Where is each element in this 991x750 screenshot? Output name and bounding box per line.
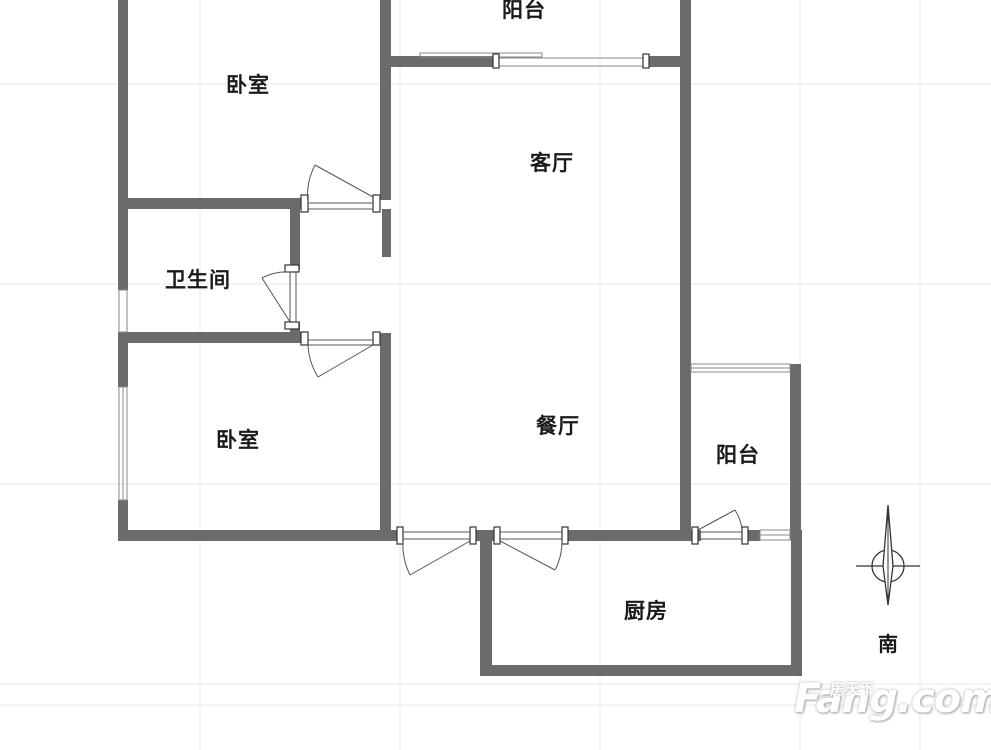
top-balcony-glass-door — [497, 57, 649, 67]
walls — [118, 0, 802, 676]
door-jambs — [284, 53, 749, 545]
room-label-balcony-top: 阳台 — [502, 0, 546, 22]
top-balcony-window — [419, 52, 543, 58]
bathroom-window — [118, 289, 128, 333]
compass-direction-label: 南 — [878, 632, 898, 656]
door-swings — [261, 164, 743, 576]
compass-icon — [856, 504, 920, 606]
room-label-living-room: 客厅 — [530, 151, 574, 175]
room-label-balcony-right: 阳台 — [716, 443, 760, 467]
watermark-chinese: 房天下 — [830, 680, 876, 698]
room-label-dining-room: 餐厅 — [536, 414, 580, 438]
watermark-logo: Fang.com — [794, 676, 991, 722]
room-label-bedroom-top: 卧室 — [226, 73, 270, 97]
room-label-kitchen: 厨房 — [624, 599, 668, 623]
room-label-bedroom-bottom: 卧室 — [216, 428, 260, 452]
room-label-bathroom: 卫生间 — [165, 268, 231, 292]
